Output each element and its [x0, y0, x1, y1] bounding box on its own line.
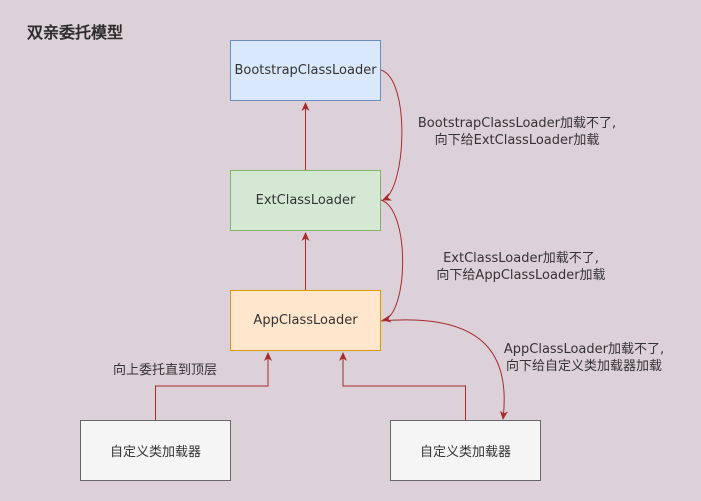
note-app-line-1: AppClassLoader加载不了, [503, 342, 665, 357]
note-delegate-up: 向上委托直到顶层 [112, 363, 217, 378]
note-bootstrap-line-2: 向下给ExtClassLoader加载 [434, 133, 600, 148]
node-ext-classloader: ExtClassLoader [230, 170, 381, 231]
curve-bootstrap-to-ext [380, 69, 403, 201]
curve-ext-to-app [380, 199, 404, 323]
note-bootstrap-fallback: BootstrapClassLoader加载不了, 向下给ExtClassLoa… [402, 115, 632, 149]
note-app-fallback: AppClassLoader加载不了, 向下给自定义类加载器加载 [478, 341, 690, 375]
curve-app-to-custom-right [380, 319, 508, 420]
node-app-classloader: AppClassLoader [230, 290, 381, 351]
note-app-line-2: 向下给自定义类加载器加载 [505, 359, 662, 374]
edge-custom-left-to-app [155, 352, 272, 420]
diagram-title: 双亲委托模型 [27, 23, 124, 42]
note-ext-line-1: ExtClassLoader加载不了, [443, 251, 599, 266]
node-custom-classloader-left: 自定义类加载器 [80, 420, 231, 481]
note-ext-line-2: 向下给AppClassLoader加载 [436, 268, 606, 283]
node-bootstrap-classloader: BootstrapClassLoader [230, 40, 381, 101]
note-ext-fallback: ExtClassLoader加载不了, 向下给AppClassLoader加载 [407, 250, 635, 284]
note-bootstrap-line-1: BootstrapClassLoader加载不了, [417, 116, 617, 131]
node-custom-classloader-right: 自定义类加载器 [390, 420, 541, 481]
edge-custom-right-to-app [339, 352, 466, 420]
